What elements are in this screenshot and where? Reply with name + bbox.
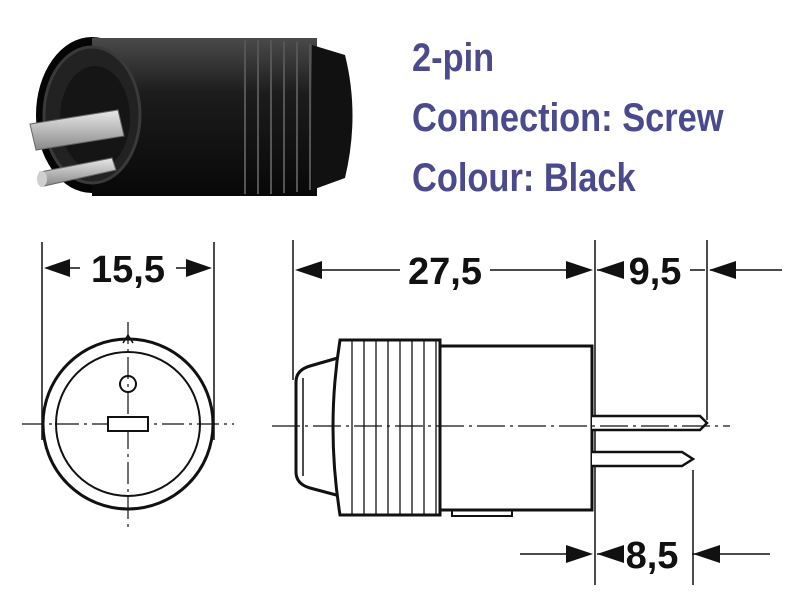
body-length-dimension: 27,5 bbox=[408, 251, 482, 293]
short-pin-dimension: 8,5 bbox=[626, 535, 679, 577]
product-photo bbox=[29, 37, 353, 196]
side-view bbox=[272, 240, 782, 585]
spec-connection: Connection: Screw bbox=[412, 96, 724, 140]
front-view bbox=[22, 242, 234, 532]
diameter-dimension: 15,5 bbox=[91, 249, 165, 291]
spec-colour: Colour: Black bbox=[412, 156, 636, 200]
long-pin-dimension: 9,5 bbox=[629, 251, 682, 293]
spec-pins: 2-pin bbox=[412, 36, 495, 80]
